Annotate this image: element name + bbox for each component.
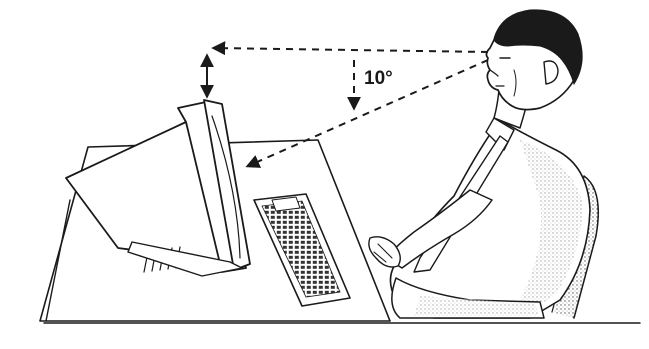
seated-person [368, 9, 591, 319]
horizontal-eye-line [211, 41, 489, 56]
keyboard [253, 193, 351, 307]
downward-gaze-line [245, 59, 489, 168]
angle-label: 10° [364, 68, 393, 89]
crt-monitor [65, 99, 251, 277]
sight-lines [211, 41, 489, 168]
